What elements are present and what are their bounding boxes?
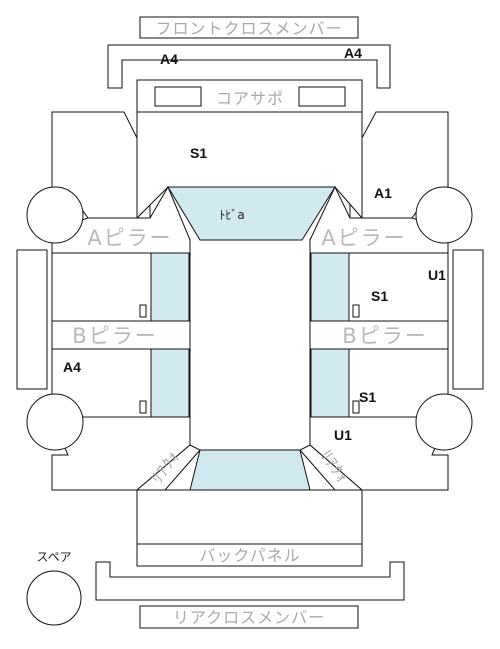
left-rear-quarter xyxy=(51,416,191,491)
wheel-rear-right xyxy=(415,393,473,451)
right-front-handle xyxy=(352,304,360,318)
code-right-rear: U1 xyxy=(334,427,352,443)
right-rear-quarter xyxy=(309,416,449,491)
code-right-rear-door: S1 xyxy=(359,389,376,405)
rear-member xyxy=(95,561,405,601)
code-right-fender: A1 xyxy=(374,185,392,201)
rear-cross-member-label: リアクロスメンバー xyxy=(173,608,325,627)
left-rear-window xyxy=(150,348,190,418)
a-pillar-right-label: Aピラー xyxy=(321,226,406,250)
left-front-handle xyxy=(139,304,147,318)
b-pillar-left-label: Bピラー xyxy=(72,324,157,348)
rear-window xyxy=(189,449,311,491)
spare-tire xyxy=(26,570,82,626)
wheel-front-left xyxy=(26,186,84,244)
b-pillar-right xyxy=(309,320,449,350)
b-pillar-right-label: Bピラー xyxy=(342,324,427,348)
core-support-label: コアサポ xyxy=(216,89,284,108)
windshield xyxy=(167,186,336,241)
spare-label: スペア xyxy=(36,550,71,564)
code-right-front-door: S1 xyxy=(371,288,388,304)
wheel-rear-left xyxy=(26,393,84,451)
left-front-window xyxy=(150,252,190,322)
front-cross-member-box xyxy=(139,16,359,39)
front-member xyxy=(107,44,391,89)
code-right-rocker: U1 xyxy=(428,267,446,283)
code-front-member-right: A4 xyxy=(344,45,362,61)
right-rear-window xyxy=(310,348,350,418)
back-panel-label: バックパネル xyxy=(199,546,300,565)
trunk xyxy=(136,489,363,545)
rear-cross-member-box xyxy=(139,605,359,629)
b-pillar-left xyxy=(51,320,191,350)
code-front-member-left: A4 xyxy=(160,51,178,67)
back-panel-box xyxy=(136,543,363,567)
front-cross-member-label: フロントクロスメンバー xyxy=(155,19,342,38)
code-left-rear-door: A4 xyxy=(63,359,81,375)
right-front-window xyxy=(310,252,350,322)
right-rear-handle xyxy=(352,400,360,414)
headlight-left xyxy=(154,86,202,107)
door-code-label: ﾄﾋﾞa xyxy=(219,208,244,222)
left-rear-handle xyxy=(139,400,147,414)
headlight-right xyxy=(298,86,346,107)
code-bonnet: S1 xyxy=(190,145,207,161)
wheel-front-right xyxy=(415,186,473,244)
a-pillar-left-label: Aピラー xyxy=(87,226,172,250)
right-sill xyxy=(452,249,484,390)
left-sill xyxy=(16,249,48,390)
